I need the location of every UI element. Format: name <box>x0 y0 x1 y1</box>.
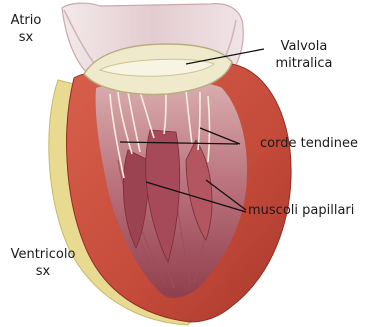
ventricle-label-line2: sx <box>2 263 84 280</box>
atrium-label-line1: Atrio <box>6 12 46 29</box>
ventricle-label: Ventricolo sx <box>2 246 84 280</box>
atrium-label-line2: sx <box>6 29 46 46</box>
mitral-valve-label-line2: mitralica <box>262 55 346 72</box>
ventricle-label-line1: Ventricolo <box>2 246 84 263</box>
papillary-label: muscoli papillari <box>248 202 354 219</box>
mitral-valve-label-line1: Valvola <box>262 38 346 55</box>
chordae-label: corde tendinee <box>260 135 358 152</box>
mitral-valve-label: Valvola mitralica <box>262 38 346 72</box>
atrium-label: Atrio sx <box>6 12 46 46</box>
